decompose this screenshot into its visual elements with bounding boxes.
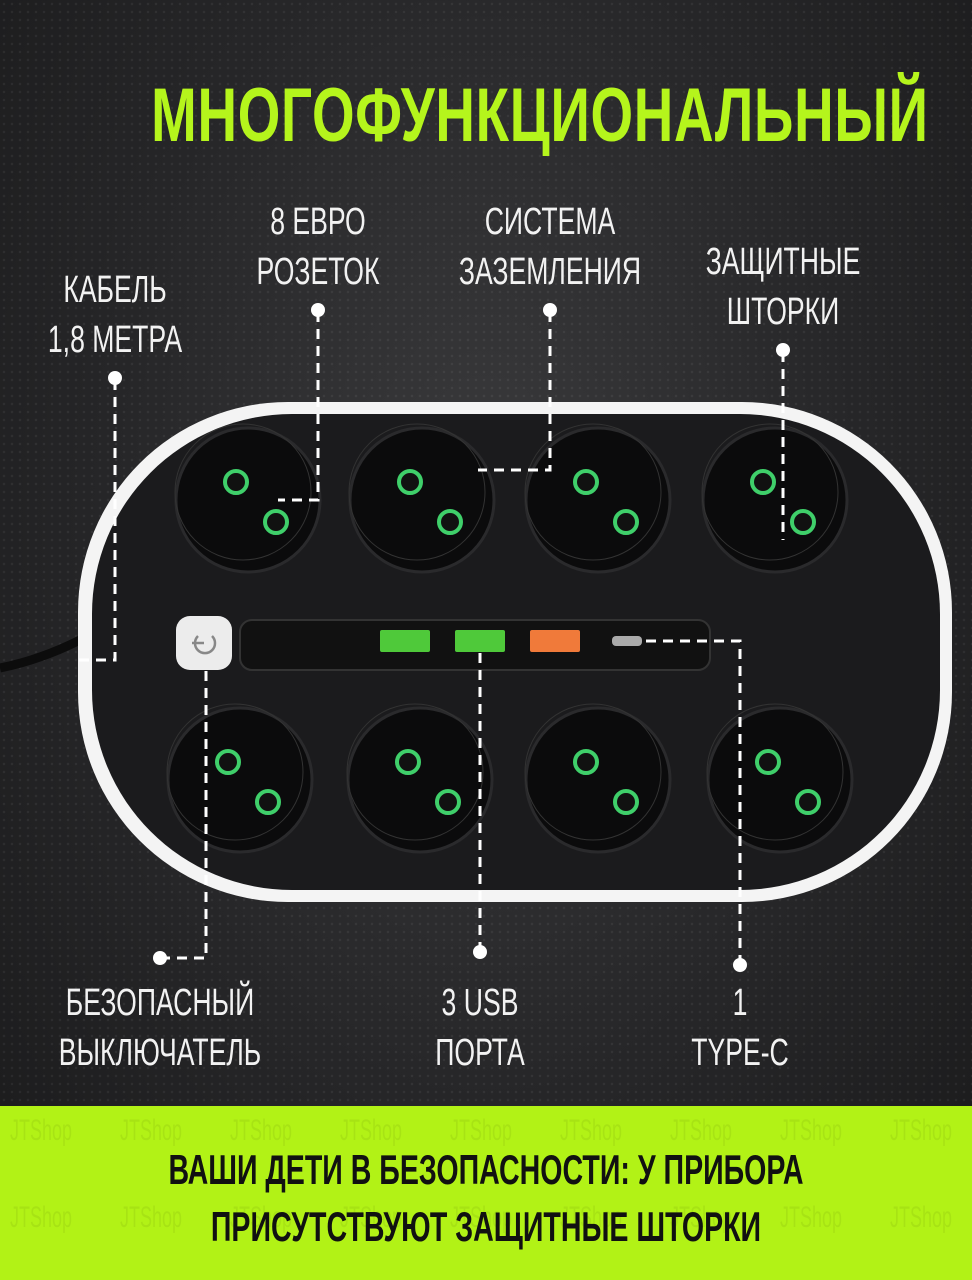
- euro-socket: [706, 703, 854, 854]
- socket-pin-hole: [437, 509, 463, 535]
- power-cable: [0, 635, 83, 673]
- watermark: JTShop: [890, 1114, 953, 1147]
- usb-port-3: [530, 630, 580, 652]
- socket-pin-hole: [573, 749, 599, 775]
- leader-dots: [108, 303, 790, 972]
- leader-lines: [78, 312, 785, 965]
- usb-port-1: [380, 630, 430, 652]
- watermark: JTShop: [230, 1201, 293, 1234]
- socket-pin-hole: [435, 789, 461, 815]
- socket-pin-hole: [223, 469, 249, 495]
- watermark: JTShop: [780, 1201, 843, 1234]
- socket-pin-hole: [573, 469, 599, 495]
- socket-pin-hole: [795, 789, 821, 815]
- euro-socket: [166, 703, 314, 854]
- banner-line-1: ВАШИ ДЕТИ В БЕЗОПАСНОСТИ: У ПРИБОРА: [168, 1146, 804, 1193]
- euro-socket: [174, 423, 322, 574]
- socket-pin-hole: [255, 789, 281, 815]
- socket-pin-hole: [397, 469, 423, 495]
- watermark: JTShop: [340, 1201, 403, 1234]
- typec-port: [612, 636, 642, 646]
- watermark: JTShop: [450, 1114, 513, 1147]
- euro-socket: [346, 703, 494, 854]
- watermark: JTShop: [560, 1201, 623, 1234]
- watermark: JTShop: [780, 1114, 843, 1147]
- watermark: JTShop: [230, 1114, 293, 1147]
- page-title: МНОГОФУНКЦИОНАЛЬНЫЙ: [151, 73, 929, 158]
- socket-pin-hole: [263, 509, 289, 535]
- socket-pin-hole: [613, 789, 639, 815]
- banner-line-2: ПРИСУТСТВУЮТ ЗАЩИТНЫЕ ШТОРКИ: [210, 1203, 762, 1250]
- socket-pin-hole: [613, 509, 639, 535]
- euro-socket: [348, 423, 496, 574]
- watermark: JTShop: [120, 1114, 183, 1147]
- watermark: JTShop: [340, 1114, 403, 1147]
- socket-pin-hole: [750, 469, 776, 495]
- socket-pin-hole: [215, 749, 241, 775]
- socket-pin-hole: [790, 509, 816, 535]
- usb-port-2: [455, 630, 505, 652]
- watermark: JTShop: [120, 1201, 183, 1234]
- socket-pin-hole: [755, 749, 781, 775]
- watermark: JTShop: [670, 1114, 733, 1147]
- euro-socket: [524, 423, 672, 574]
- socket-pin-hole: [395, 749, 421, 775]
- watermark: JTShop: [670, 1201, 733, 1234]
- watermark: JTShop: [560, 1114, 623, 1147]
- euro-socket: [701, 423, 849, 574]
- power-icon: [192, 635, 217, 655]
- watermark: JTShop: [450, 1201, 513, 1234]
- watermark: JTShop: [890, 1201, 953, 1234]
- euro-socket: [524, 703, 672, 854]
- watermark: JTShop: [10, 1114, 73, 1147]
- watermark: JTShop: [10, 1201, 73, 1234]
